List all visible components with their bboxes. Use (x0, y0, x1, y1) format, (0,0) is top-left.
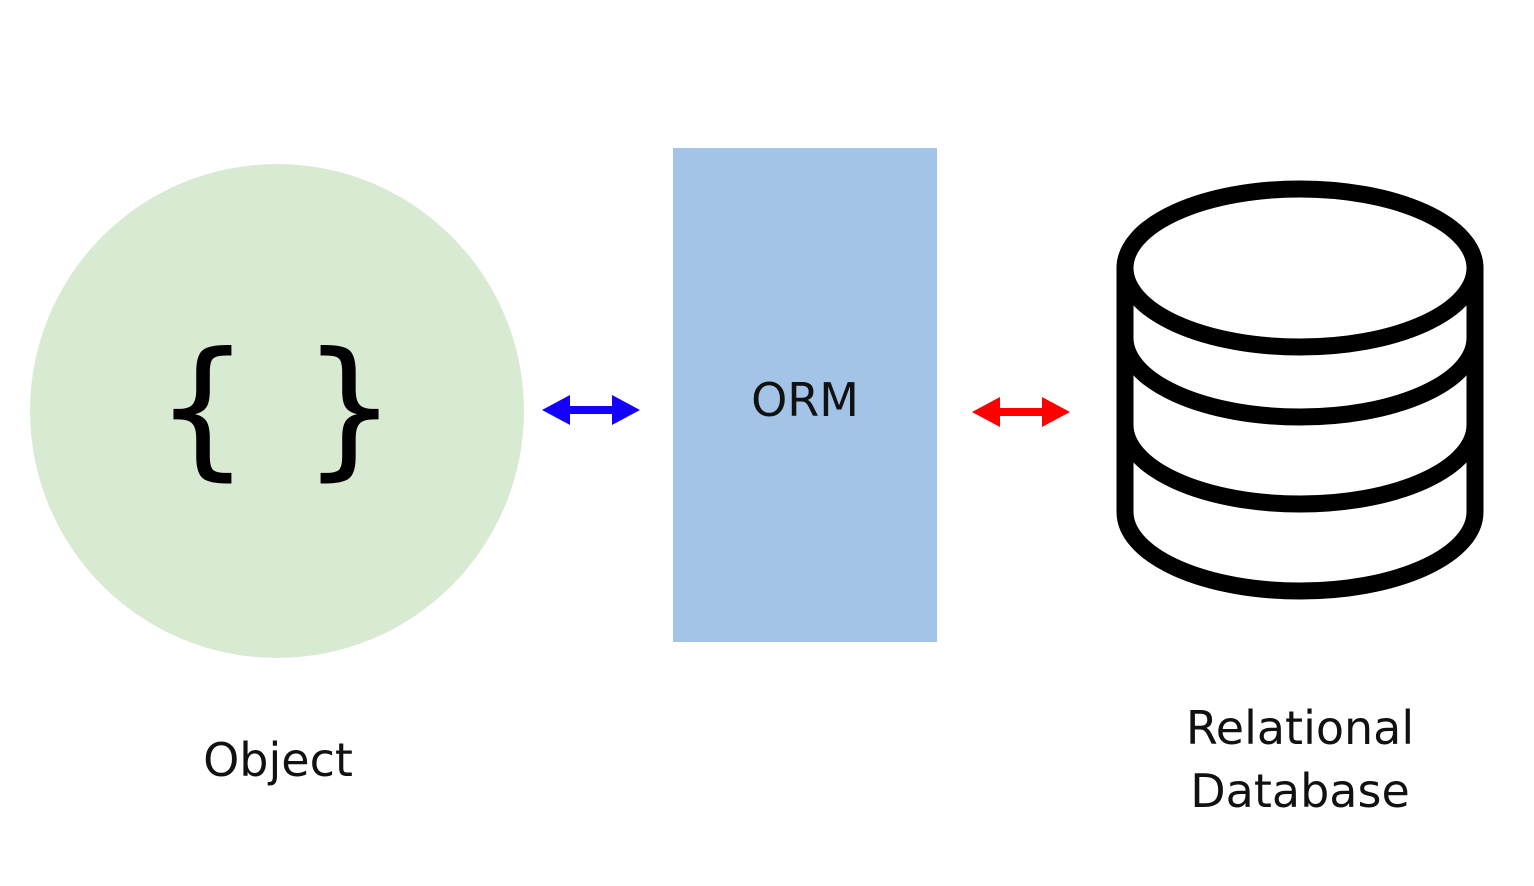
object-caption: Object (203, 733, 353, 787)
orm-database-arrow-shape (972, 397, 1070, 427)
orm-database-double-arrow (972, 397, 1070, 427)
object-orm-double-arrow (542, 395, 640, 425)
database-divider-1 (1116, 329, 1484, 426)
orm-box: ORM (673, 148, 937, 642)
database-caption-line2: Database (1190, 764, 1410, 819)
database-divider-2 (1116, 416, 1484, 513)
object-circle (30, 164, 524, 658)
database-icon (1116, 180, 1484, 600)
database-body-outline (1116, 259, 1484, 600)
curly-braces-icon: { } (154, 321, 400, 495)
orm-label: ORM (751, 373, 859, 427)
database-caption: Relational Database (1100, 697, 1500, 824)
object-orm-arrow-shape (542, 395, 640, 425)
database-caption-line1: Relational (1185, 701, 1415, 755)
database-top-ellipse (1116, 180, 1484, 356)
